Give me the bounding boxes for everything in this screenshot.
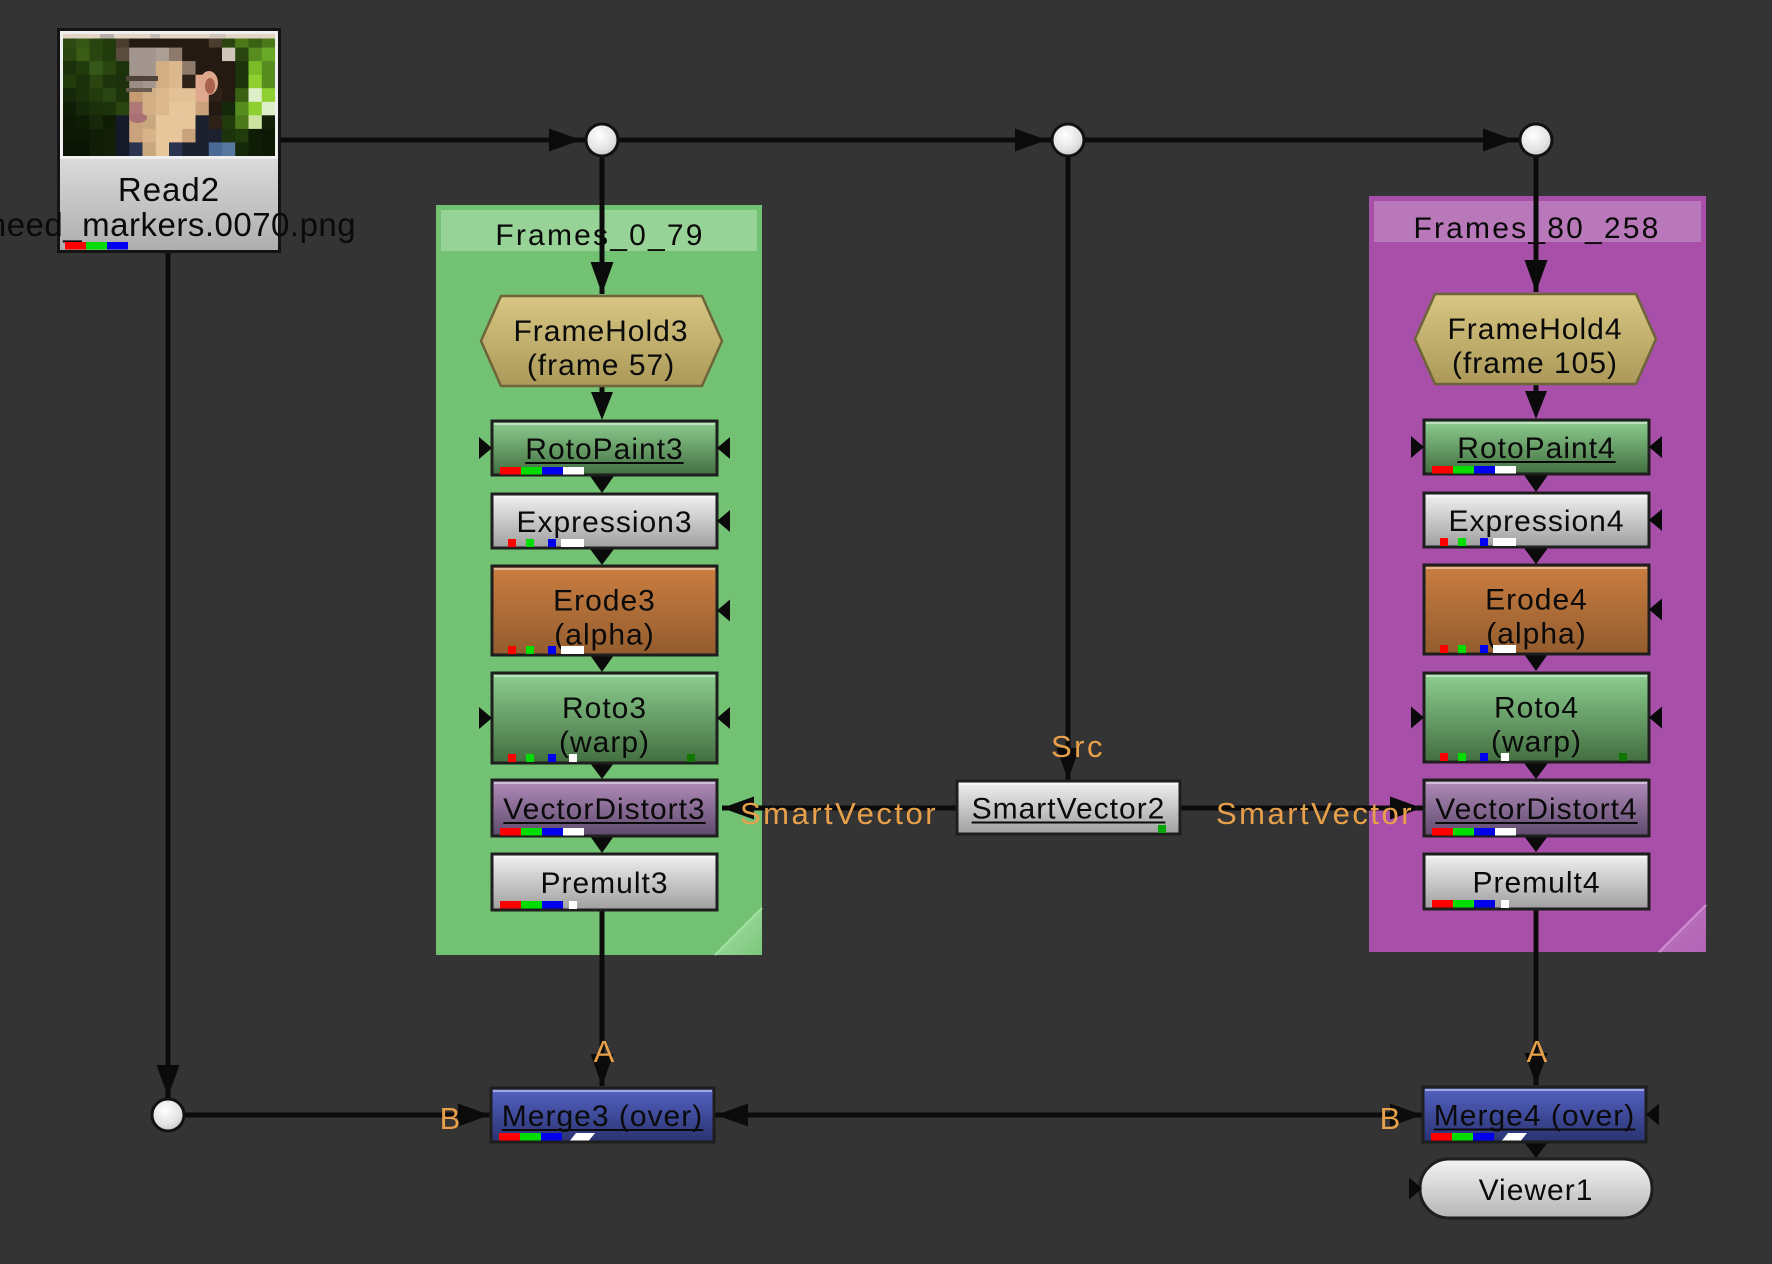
svg-text:RotoPaint3: RotoPaint3 [525, 433, 683, 466]
svg-text:Src: Src [1051, 729, 1105, 764]
svg-text:A: A [594, 1034, 615, 1069]
svg-text:Merge3 (over): Merge3 (over) [502, 1100, 703, 1133]
svg-text:Premult3: Premult3 [540, 867, 668, 900]
svg-text:SmartVector: SmartVector [740, 796, 938, 831]
svg-text:B: B [1380, 1101, 1401, 1136]
svg-text:A: A [1527, 1034, 1548, 1069]
svg-text:Read2: Read2 [118, 171, 220, 208]
svg-text:SmartVector: SmartVector [1216, 796, 1414, 831]
svg-text:(warp): (warp) [559, 726, 650, 759]
svg-text:B: B [440, 1101, 461, 1136]
svg-text:Roto3: Roto3 [562, 692, 647, 725]
svg-text:VectorDistort4: VectorDistort4 [1435, 793, 1637, 826]
svg-text:Expression3: Expression3 [516, 506, 692, 539]
svg-text:FrameHold3: FrameHold3 [513, 315, 688, 348]
svg-text:SmartVector2: SmartVector2 [972, 793, 1166, 826]
svg-text:(frame 57): (frame 57) [527, 349, 675, 382]
svg-text:Erode4: Erode4 [1485, 584, 1588, 617]
svg-text:(frame 105): (frame 105) [1452, 347, 1618, 380]
svg-text:need_markers.0070.png: need_markers.0070.png [0, 206, 356, 243]
svg-text:RotoPaint4: RotoPaint4 [1457, 432, 1615, 465]
svg-text:Erode3: Erode3 [553, 585, 656, 618]
svg-text:Roto4: Roto4 [1494, 692, 1579, 725]
svg-text:VectorDistort3: VectorDistort3 [503, 793, 705, 826]
svg-text:Premult4: Premult4 [1472, 867, 1600, 900]
svg-text:Frames_0_79: Frames_0_79 [495, 219, 704, 252]
svg-text:FrameHold4: FrameHold4 [1447, 313, 1622, 346]
svg-text:Expression4: Expression4 [1448, 505, 1624, 538]
svg-text:Viewer1: Viewer1 [1479, 1174, 1594, 1207]
svg-text:Merge4 (over): Merge4 (over) [1434, 1100, 1635, 1133]
